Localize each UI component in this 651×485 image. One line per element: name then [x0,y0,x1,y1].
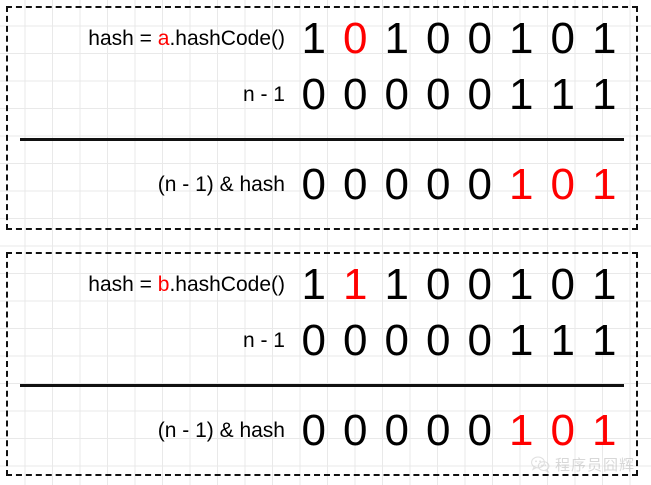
bit-digit: 0 [384,316,409,365]
bit-digit: 0 [301,316,326,365]
bit-digit: 0 [467,160,492,209]
bit-digit: 1 [509,14,534,63]
hash-row-label: hash = a.hashCode() [8,27,293,51]
label-prefix: hash = [88,273,158,296]
bit-digit: 0 [384,70,409,119]
bit-digit: 0 [550,260,575,309]
separator-rule [20,138,624,141]
mask-row-label: n - 1 [242,83,285,106]
bit-digit: 0 [550,160,575,209]
label-suffix: .hashCode() [169,273,285,296]
bit-digit: 1 [509,316,534,365]
bit-digit: 0 [426,160,451,209]
result-row-label: (n - 1) & hash [157,173,285,196]
bit-digit: 1 [550,316,575,365]
label-variable: a [157,27,170,50]
bit-digit: 1 [592,14,617,63]
result-row-label: (n - 1) & hash [157,419,285,442]
bit-digit: 0 [426,14,451,63]
bit-digit: 1 [301,14,326,63]
bit-digit: 0 [301,70,326,119]
bit-digit: 0 [343,70,368,119]
bit-digit: 0 [343,316,368,365]
bit-digit: 1 [592,160,617,209]
bit-digit: 0 [384,406,409,455]
bit-digit: 1 [509,406,534,455]
bit-digit: 0 [384,160,409,209]
bit-digit: 1 [509,160,534,209]
bit-digit: 0 [426,70,451,119]
label-suffix: .hashCode() [169,27,285,50]
bit-digit: 0 [343,14,368,63]
bit-digit: 0 [467,70,492,119]
bit-digit: 0 [343,160,368,209]
label-variable: b [157,273,170,296]
bit-digit: 0 [301,160,326,209]
bit-digit: 1 [509,260,534,309]
bit-digit: 0 [343,406,368,455]
bit-digit: 0 [550,14,575,63]
bit-digit: 1 [550,70,575,119]
bit-digit: 0 [467,316,492,365]
label-prefix: hash = [88,27,158,50]
bit-digit: 0 [426,260,451,309]
bit-digit: 1 [592,406,617,455]
bit-digit: 0 [426,316,451,365]
bit-digit: 1 [384,260,409,309]
bit-digit: 0 [467,260,492,309]
bit-digit: 0 [467,14,492,63]
separator-rule [20,384,624,387]
bit-digit: 0 [426,406,451,455]
mask-row-label: n - 1 [242,329,285,352]
bit-digit: 1 [509,70,534,119]
bit-digit: 0 [301,406,326,455]
bit-digit: 1 [384,14,409,63]
bit-digit: 1 [592,316,617,365]
bit-digit: 1 [592,70,617,119]
bit-digit: 1 [301,260,326,309]
bit-digit: 1 [592,260,617,309]
bit-digit: 0 [467,406,492,455]
hash-row-label: hash = b.hashCode() [8,273,293,297]
bit-digit: 0 [550,406,575,455]
bit-digit: 1 [343,260,368,309]
